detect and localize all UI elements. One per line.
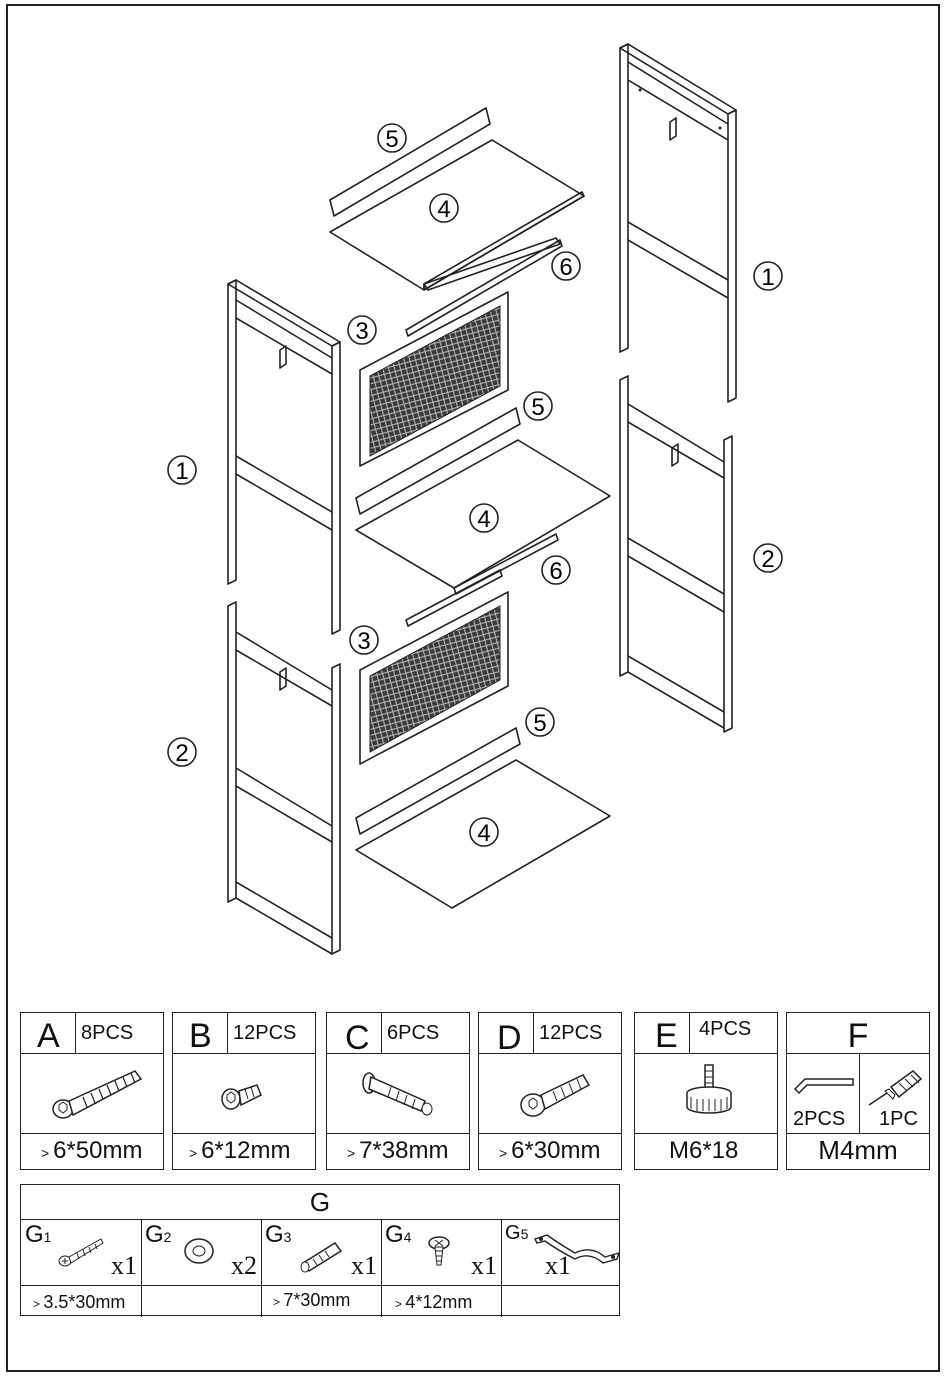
label-5-bottom: 5 [525, 707, 555, 737]
wood-screw-icon [58, 1238, 104, 1267]
screwdriver-qty: 1PC [879, 1108, 918, 1130]
svg-text:5: 5 [531, 394, 544, 421]
item-label: G4 [385, 1221, 412, 1248]
label-5-top: 5 [377, 123, 407, 153]
label-5-middle: 5 [523, 391, 553, 421]
label-2-right: 2 [753, 543, 783, 573]
svg-text:5: 5 [385, 126, 398, 153]
item-label: G3 [265, 1221, 292, 1248]
wall-anchor-icon [300, 1241, 343, 1273]
label-4-top: 4 [429, 193, 459, 223]
svg-text:1: 1 [761, 264, 774, 291]
svg-text:3: 3 [355, 318, 368, 345]
hardware-size: > 6*12mm [189, 1137, 291, 1164]
hardware-box-c: C 6PCS > 7*38mm [326, 1012, 470, 1170]
side-frame-upper-left [227, 279, 341, 635]
tools-letter: F [847, 1017, 869, 1055]
side-frame-upper-right [619, 43, 737, 403]
hardware-letter: E [655, 1017, 678, 1055]
long-bolt-icon [52, 1070, 143, 1119]
part-labels: 5 4 6 1 3 5 1 4 2 6 3 5 2 4 [167, 123, 783, 847]
top-shelf-assembly [329, 107, 585, 291]
hardware-size: > 7*38mm [347, 1137, 449, 1164]
label-2-left: 2 [167, 737, 197, 767]
bottom-shelf-assembly [355, 727, 611, 909]
hardware-letter: C [345, 1019, 370, 1057]
svg-text:2: 2 [175, 740, 188, 767]
hardware-letter: B [189, 1017, 212, 1055]
hardware-size: > 6*50mm [41, 1137, 143, 1164]
wall-kit-item-g5: G5 x1 [501, 1219, 621, 1285]
page-frame [6, 4, 940, 1372]
label-6-top: 6 [551, 251, 581, 281]
hardware-qty: 6PCS [387, 1022, 440, 1044]
item-multiplier: x2 [231, 1251, 257, 1280]
item-multiplier: x1 [111, 1251, 137, 1280]
item-multiplier: x1 [351, 1251, 377, 1280]
washer-icon [184, 1238, 214, 1264]
svg-text:6: 6 [549, 558, 562, 585]
item-size: > 4*12mm [395, 1292, 473, 1312]
wall-kit-item-g1: G1 x1 [21, 1219, 141, 1285]
hardware-qty: 12PCS [539, 1022, 603, 1044]
label-3-upper: 3 [347, 315, 377, 345]
small-screw-icon [428, 1236, 450, 1266]
mesh-panel-upper [359, 239, 563, 467]
label-6-middle: 6 [541, 555, 571, 585]
wall-kit-item-g3: G3 x1 [261, 1219, 381, 1285]
item-multiplier: x1 [471, 1251, 497, 1280]
item-label: G2 [145, 1221, 172, 1248]
tools-box-f: F 2PCS 1PC M4mm [786, 1012, 930, 1170]
cam-bolt-icon [362, 1072, 433, 1116]
hardware-box-e: E 4PCS M6*18 [634, 1012, 778, 1170]
screwdriver-icon [868, 1070, 923, 1106]
hardware-letter: D [497, 1019, 522, 1057]
svg-text:4: 4 [437, 196, 450, 223]
wall-kit-title: G [309, 1187, 331, 1217]
svg-text:5: 5 [533, 710, 546, 737]
label-1-right: 1 [753, 261, 783, 291]
hardware-box-b: B 12PCS > 6*12mm [172, 1012, 316, 1170]
item-multiplier: x1 [545, 1251, 571, 1280]
wall-kit-item-g4: G4 x1 [381, 1219, 501, 1285]
hardware-letter: A [37, 1017, 60, 1055]
svg-text:4: 4 [477, 506, 490, 533]
hardware-qty: 12PCS [233, 1022, 297, 1044]
svg-text:6: 6 [559, 254, 572, 281]
hardware-size: M6*18 [669, 1137, 739, 1164]
leveling-foot-icon [686, 1064, 732, 1114]
tools-size: M4mm [818, 1135, 898, 1165]
item-size: > 7*30mm [273, 1290, 351, 1310]
wall-kit-box-g: G G1 x1 > 3.5*30mm G2 x2 G3 x1 [20, 1184, 621, 1317]
hardware-box-d: D 12PCS > 6*30mm [478, 1012, 622, 1170]
hardware-qty: 4PCS [699, 1018, 752, 1040]
svg-text:1: 1 [175, 458, 188, 485]
middle-shelf-assembly [355, 407, 611, 595]
label-1-left: 1 [167, 455, 197, 485]
anti-tip-strap-icon [534, 1234, 621, 1264]
hardware-size: > 6*30mm [499, 1137, 601, 1164]
allen-key-qty: 2PCS [793, 1108, 846, 1130]
item-label: G5 [505, 1222, 529, 1244]
side-frame-lower-right [619, 375, 733, 733]
hardware-box-a: A 8PCS > 6*50mm [20, 1012, 164, 1170]
short-bolt-icon [221, 1084, 262, 1110]
label-3-lower: 3 [349, 625, 379, 655]
item-size: > 3.5*30mm [33, 1292, 126, 1312]
hardware-qty: 8PCS [81, 1022, 134, 1044]
mesh-panel-lower [359, 569, 509, 765]
item-label: G1 [25, 1221, 52, 1248]
wall-kit-item-g2: G2 x2 [141, 1219, 261, 1285]
medium-bolt-icon [520, 1074, 591, 1117]
label-4-middle: 4 [469, 503, 499, 533]
allen-key-icon [793, 1078, 854, 1095]
svg-text:4: 4 [477, 820, 490, 847]
svg-text:2: 2 [761, 546, 774, 573]
label-4-bottom: 4 [469, 817, 499, 847]
svg-text:3: 3 [357, 628, 370, 655]
side-frame-lower-left [227, 601, 341, 955]
